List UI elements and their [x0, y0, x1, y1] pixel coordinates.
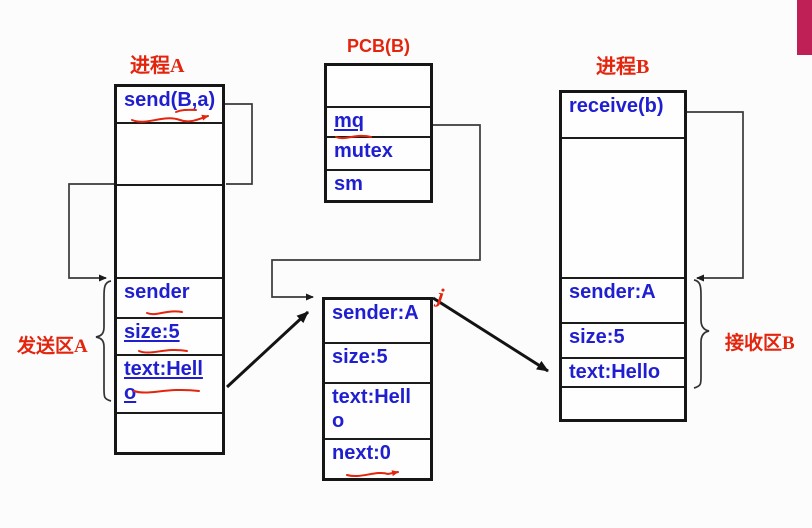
row-b-sender: sender:A — [562, 279, 684, 324]
process-a-box: send(B,a) sender size:5 text:Hello — [114, 84, 225, 455]
pcb-title: PCB(B) — [347, 36, 410, 56]
row-mutex: mutex — [327, 138, 430, 171]
receive-area-pointer-line — [687, 111, 744, 282]
row-sm: sm — [327, 171, 430, 197]
row-receive-call: receive(b) — [562, 93, 684, 139]
row-empty — [117, 414, 222, 416]
row-send-call: send(B,a) — [117, 87, 222, 124]
msg-next-label: next:0 — [332, 442, 391, 464]
b-size-label: size:5 — [569, 326, 625, 348]
message-node-box: sender:A size:5 text:Hello next:0 — [322, 297, 433, 481]
send-return-loop-line — [225, 103, 253, 185]
row-msg-text: text:Hello — [325, 384, 430, 440]
row-msg-sender: sender:A — [325, 300, 430, 344]
row-empty — [327, 66, 430, 108]
row-empty — [117, 124, 222, 186]
row-empty — [562, 139, 684, 279]
b-sender-label: sender:A — [569, 281, 656, 303]
process-b-title: 进程B — [596, 56, 650, 78]
send-area-pointer-line — [68, 183, 114, 282]
row-text: text:Hello — [117, 356, 222, 414]
process-a-title: 进程A — [130, 55, 185, 77]
row-empty — [117, 186, 222, 279]
pcb-box: mq mutex sm — [324, 63, 433, 203]
row-msg-size: size:5 — [325, 344, 430, 384]
mq-label: mq — [334, 110, 364, 132]
text-label: text:Hello — [124, 358, 203, 404]
j-handwritten-mark: j — [433, 283, 445, 308]
msg-size-label: size:5 — [332, 346, 388, 368]
copy-to-message-arrow — [225, 310, 310, 389]
row-b-size: size:5 — [562, 324, 684, 359]
send-call-label: send(B,a) — [124, 89, 216, 111]
msg-text-label: text:Hello — [332, 386, 411, 432]
row-b-text: text:Hello — [562, 359, 684, 388]
receive-call-label: receive(b) — [569, 95, 664, 117]
row-sender: sender — [117, 279, 222, 319]
receive-area-brace — [693, 279, 710, 389]
send-area-brace — [95, 280, 112, 402]
mutex-label: mutex — [334, 140, 393, 162]
row-mq: mq — [327, 108, 430, 138]
row-size: size:5 — [117, 319, 222, 356]
process-b-box: receive(b) sender:A size:5 text:Hello — [559, 90, 687, 422]
row-msg-next: next:0 — [325, 440, 430, 466]
size-label: size:5 — [124, 321, 180, 343]
row-empty — [562, 388, 684, 390]
receive-area-label: 接收区B — [725, 333, 795, 354]
send-area-label: 发送区A — [17, 336, 88, 357]
message-to-receiver-arrow — [432, 296, 549, 373]
sm-label: sm — [334, 173, 363, 195]
sender-label: sender — [124, 281, 190, 303]
b-text-label: text:Hello — [569, 361, 661, 383]
msg-sender-label: sender:A — [332, 302, 419, 324]
video-corner-bar — [797, 0, 812, 55]
